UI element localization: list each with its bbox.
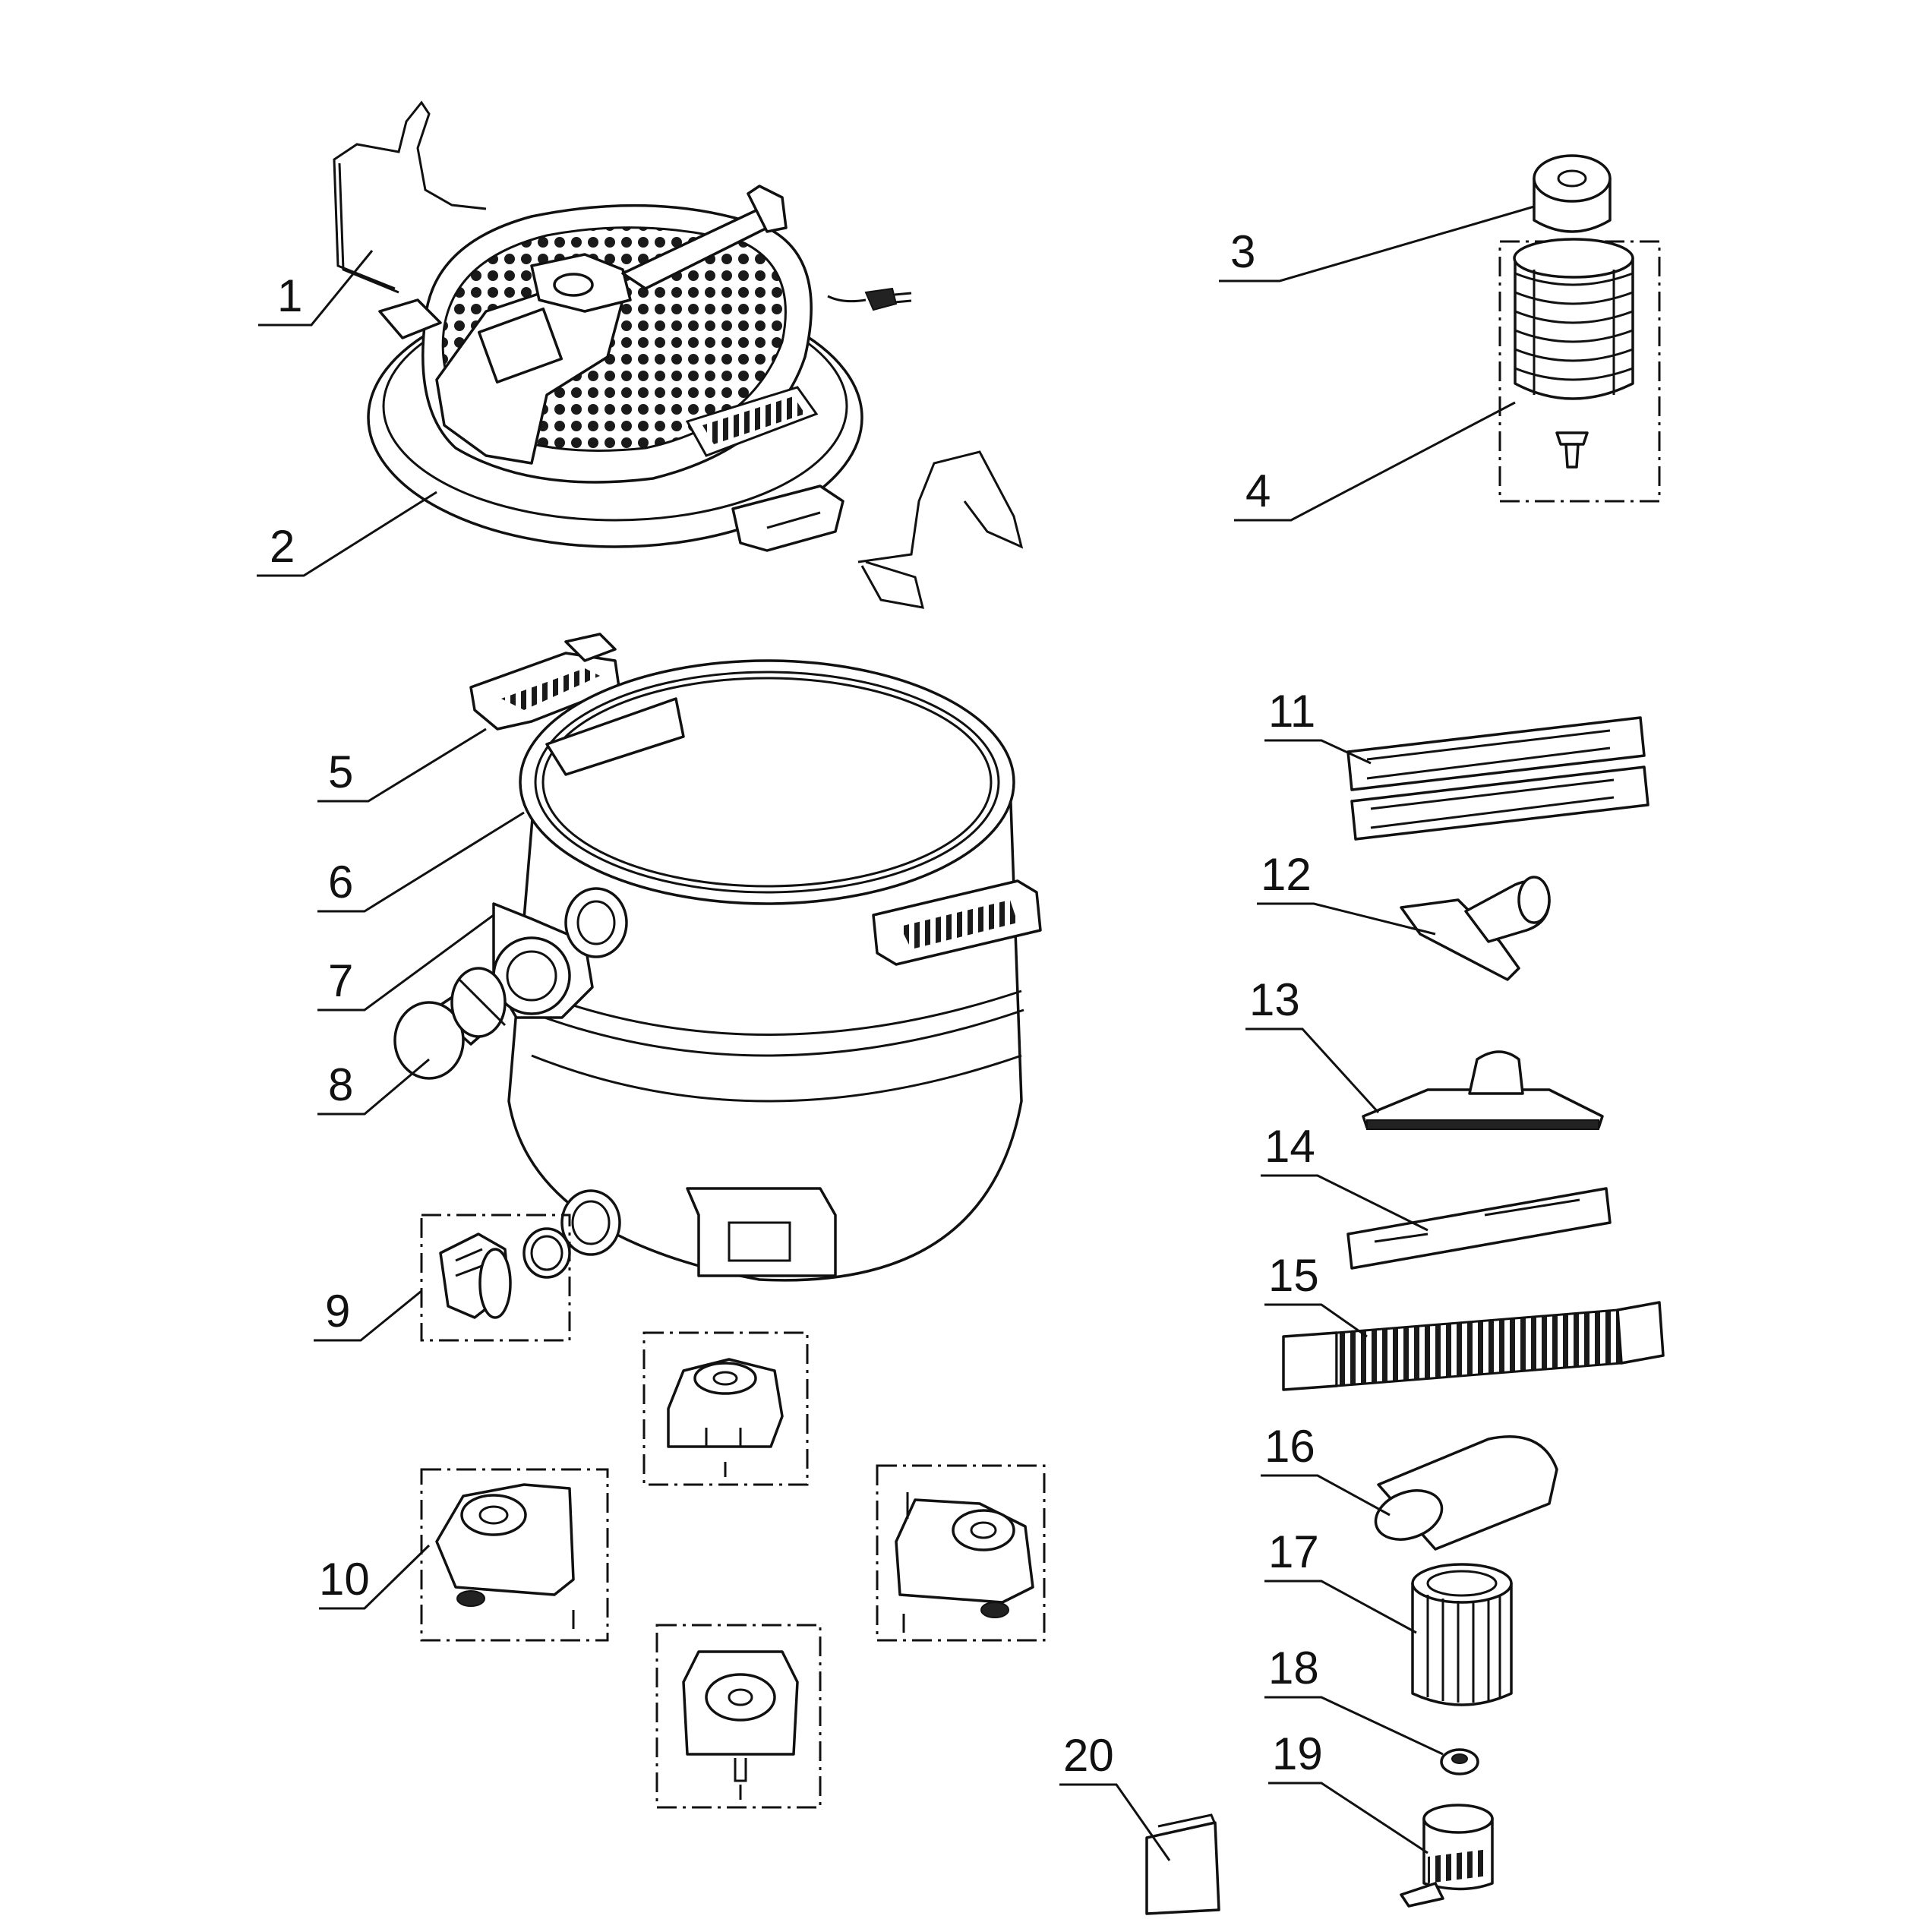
leader-lines [257,205,1535,1861]
part-16-filter-bag [1374,1435,1558,1551]
part-7-inlet-housing [492,887,628,1019]
part-6-drum-tank [507,659,1042,1282]
part-number-labels: 1 2 3 4 5 6 7 8 9 10 11 12 13 14 15 16 1… [270,226,1323,1781]
label-7: 7 [328,955,353,1006]
part-1-handle-wire-right [857,450,1024,609]
label-6: 6 [328,857,353,907]
part-4-float-cage-assembly [1498,238,1661,503]
label-4: 4 [1245,466,1271,516]
label-19: 19 [1272,1728,1323,1779]
part-3-foam-cap [1533,154,1612,233]
label-12: 12 [1261,849,1312,900]
label-5: 5 [328,746,353,797]
part-1-handle-wire [333,100,487,294]
label-1: 1 [277,270,302,321]
part-14-crevice-tool [1346,1187,1612,1270]
part-20-manual [1145,1813,1220,1915]
part-17-cartridge-filter [1411,1563,1513,1706]
part-12-utility-nozzle [1400,876,1551,981]
label-3: 3 [1230,226,1255,277]
label-20: 20 [1063,1730,1114,1781]
label-16: 16 [1264,1421,1315,1472]
part-8-inlet-plug [393,967,507,1080]
part-10-caster-assemblies [420,1331,1046,1809]
label-14: 14 [1264,1121,1315,1172]
label-9: 9 [325,1286,350,1337]
part-2-lid-motor-head [367,185,912,552]
label-8: 8 [328,1059,353,1110]
label-2: 2 [270,521,295,572]
part-18-nut [1440,1748,1479,1775]
part-19-adapter [1400,1804,1494,1908]
part-15-hose [1282,1301,1665,1391]
label-17: 17 [1268,1526,1319,1577]
label-11: 11 [1268,686,1315,737]
label-15: 15 [1268,1250,1319,1301]
part-9-drain-cap-assembly [420,1214,571,1342]
label-13: 13 [1249,974,1300,1025]
label-10: 10 [319,1554,370,1605]
label-18: 18 [1268,1643,1319,1693]
part-13-floor-nozzle [1362,1050,1604,1130]
part-11-extension-wands [1346,716,1649,841]
